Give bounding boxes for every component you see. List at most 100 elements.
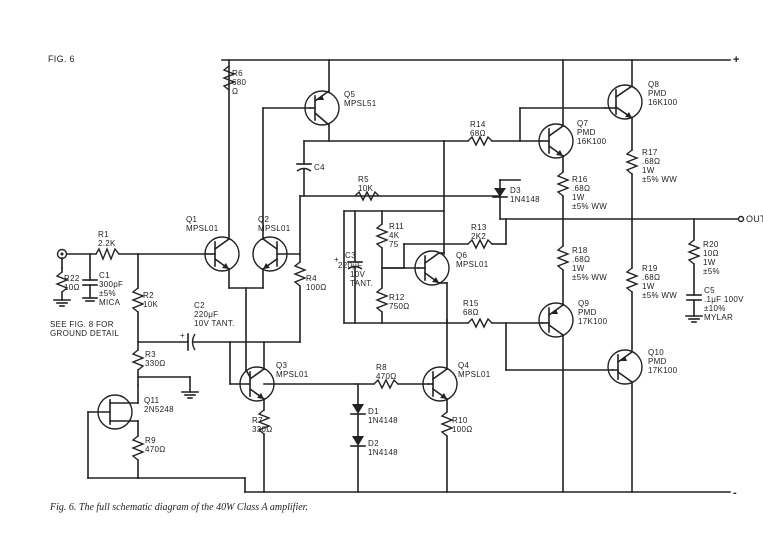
r13	[381, 218, 507, 269]
q4-part: MPSL01	[458, 370, 491, 379]
c5-label: C5	[704, 286, 715, 295]
r18-watt: 1W	[572, 264, 585, 273]
r10-value: 100Ω	[452, 425, 473, 434]
r19	[625, 218, 639, 351]
c5-value: .1μF 100V	[704, 295, 744, 304]
r15-label: R15	[463, 299, 479, 308]
q4-label: Q4	[458, 361, 470, 370]
r4-label: R4	[306, 274, 317, 283]
r2	[131, 253, 145, 351]
r13-label: R13	[471, 223, 487, 232]
r5-value: 10K	[358, 184, 373, 193]
q2	[228, 107, 301, 371]
r9-label: R9	[145, 436, 156, 445]
q5-part: MPSL51	[344, 99, 377, 108]
r8	[354, 378, 429, 390]
r11-value: 4K	[389, 231, 400, 240]
r6	[222, 65, 236, 91]
r11-value-extra: 75	[389, 240, 399, 249]
r10	[440, 411, 454, 493]
r20-value: 10Ω	[703, 249, 719, 258]
r16-label: R16	[572, 175, 588, 184]
c1	[82, 253, 98, 302]
d1-label: D1	[368, 407, 379, 416]
q7-part: 16K100	[577, 137, 607, 146]
r22-value: 10Ω	[64, 283, 80, 292]
r3-label: R3	[145, 350, 156, 359]
r17-value: .68Ω	[642, 157, 660, 166]
q9-type: PMD	[578, 308, 597, 317]
q1-part: MPSL01	[186, 224, 219, 233]
c3-plus: +	[334, 255, 339, 264]
figure-caption: Fig. 6. The full schematic diagram of th…	[49, 502, 308, 513]
d3-label: D3	[510, 186, 521, 195]
r22	[53, 267, 71, 307]
r16	[556, 171, 570, 220]
vbe-multiplier	[343, 140, 448, 324]
r14-value: 68Ω	[470, 129, 486, 138]
d1-d2-stack	[350, 383, 366, 493]
r19-label: R19	[642, 264, 658, 273]
r4	[245, 195, 501, 343]
r18-value: .68Ω	[572, 255, 590, 264]
r6-value: 680	[232, 78, 246, 87]
c1-label: C1	[99, 271, 110, 280]
r3-value: 330Ω	[145, 359, 166, 368]
q1-label: Q1	[186, 215, 198, 224]
q9-label: Q9	[578, 299, 590, 308]
r19-tol: ±5% WW	[642, 291, 677, 300]
c1-tolerance: ±5%	[99, 289, 116, 298]
r7-value: 330Ω	[252, 425, 273, 434]
r9	[131, 435, 145, 479]
r17-label: R17	[642, 148, 658, 157]
q7-label: Q7	[577, 119, 589, 128]
q7	[538, 59, 574, 173]
q3	[229, 341, 356, 411]
r14-label: R14	[470, 120, 486, 129]
r9-value: 470Ω	[145, 445, 166, 454]
r7	[257, 409, 271, 493]
r5	[354, 190, 380, 202]
r17-tol: ±5% WW	[642, 175, 677, 184]
c4-label: C4	[314, 163, 325, 172]
c2	[137, 333, 247, 351]
q6-label: Q6	[456, 251, 468, 260]
q4	[422, 319, 458, 413]
input-section	[56, 247, 206, 269]
q9	[446, 302, 574, 493]
c1-value: 300pF	[99, 280, 123, 289]
r8-label: R8	[376, 363, 387, 372]
ground-note-line1: SEE FIG. 8 FOR	[50, 320, 114, 329]
r6-label: R6	[232, 69, 243, 78]
r16-watt: 1W	[572, 193, 585, 202]
q3-label: Q3	[276, 361, 288, 370]
d1-part: 1N4148	[368, 416, 398, 425]
r18-label: R18	[572, 246, 588, 255]
positive-rail: +	[221, 54, 739, 66]
q11-part: 2N5248	[144, 405, 174, 414]
c1-type: MICA	[99, 298, 121, 307]
r5-label: R5	[358, 175, 369, 184]
r20-c5-zobel	[685, 218, 703, 323]
q9-part: 17K100	[578, 317, 608, 326]
q2-label: Q2	[258, 215, 270, 224]
r12-label: R12	[389, 293, 405, 302]
c2-value: 220μF	[194, 310, 218, 319]
q8-part: 16K100	[648, 98, 678, 107]
q10-label: Q10	[648, 348, 664, 357]
q6-part: MPSL01	[456, 260, 489, 269]
r19-watt: 1W	[642, 282, 655, 291]
r4-value: 100Ω	[306, 283, 327, 292]
c3-label: C3	[345, 251, 356, 260]
c5-tol: ±10%	[704, 304, 726, 313]
r2-label: R2	[143, 291, 154, 300]
r16-value: .68Ω	[572, 184, 590, 193]
r20-watt: 1W	[703, 258, 716, 267]
r3	[131, 349, 199, 399]
d2-label: D2	[368, 439, 379, 448]
r15-value: 68Ω	[463, 308, 479, 317]
q3-part: MPSL01	[276, 370, 309, 379]
q2-part: MPSL01	[258, 224, 291, 233]
q8-label: Q8	[648, 80, 660, 89]
